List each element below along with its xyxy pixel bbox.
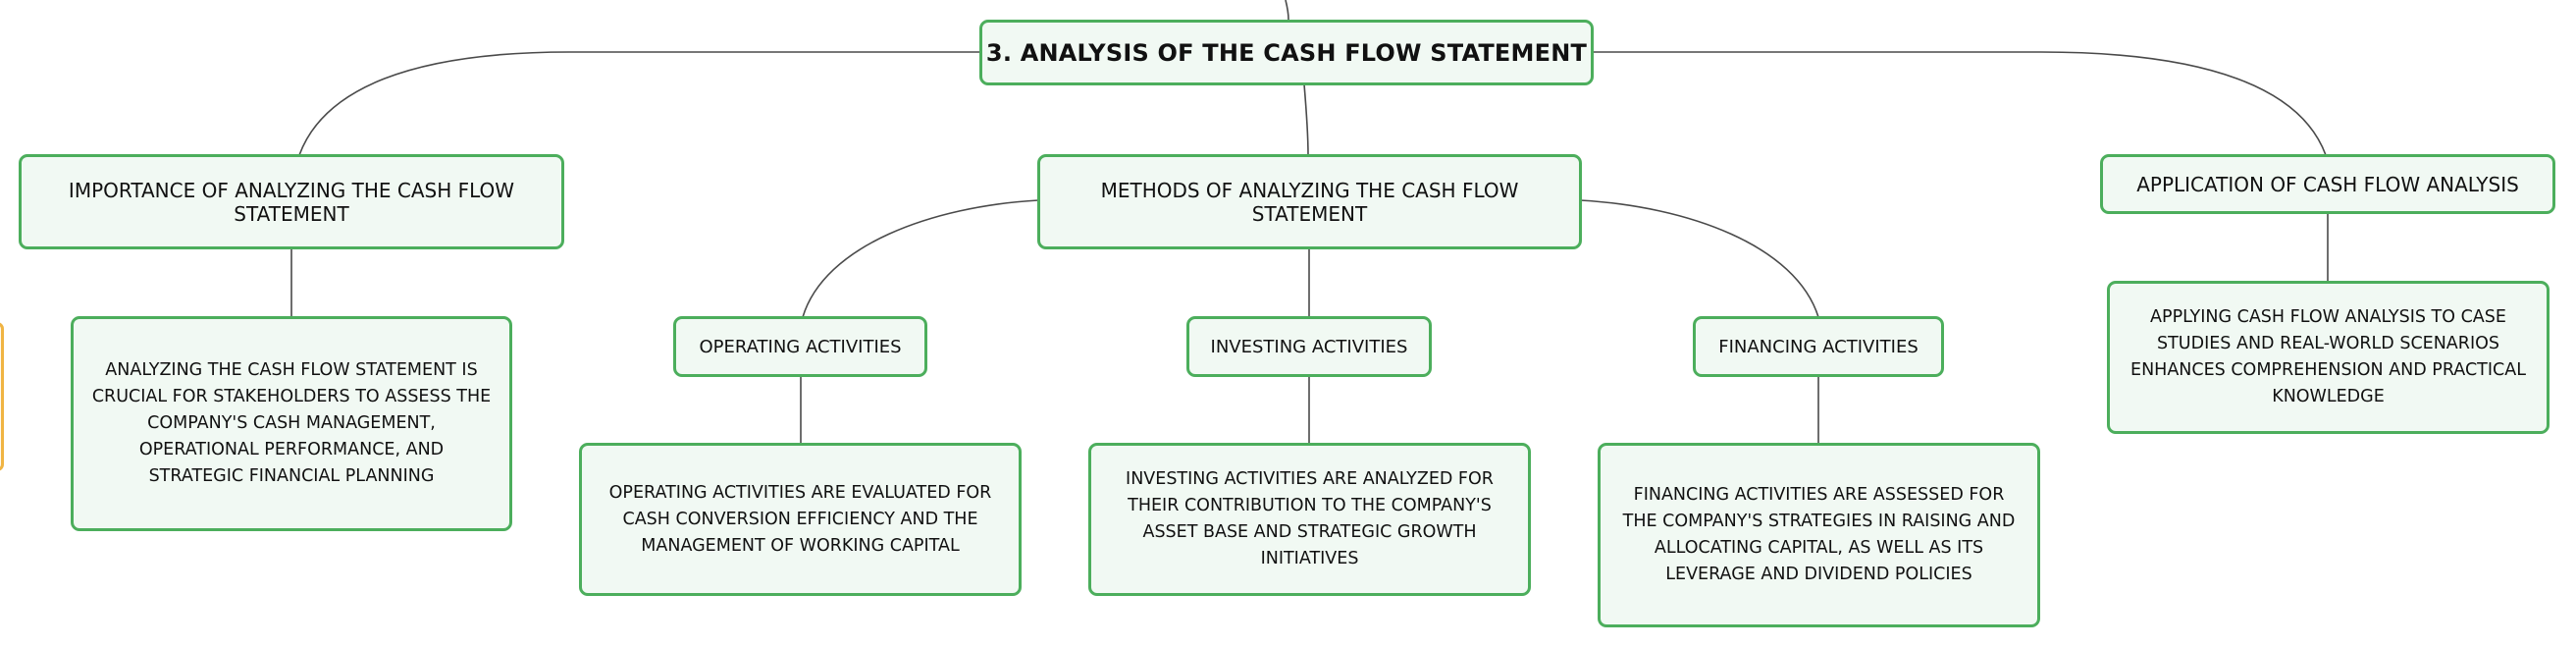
detail-node-financing[interactable]: FINANCING ACTIVITIES ARE ASSESSED FOR TH… [1598,443,2040,627]
detail-node-importance[interactable]: ANALYZING THE CASH FLOW STATEMENT IS CRU… [71,316,512,531]
subtopic-title: FINANCING ACTIVITIES [1718,336,1919,357]
detail-node-application[interactable]: APPLYING CASH FLOW ANALYSIS TO CASE STUD… [2107,281,2550,434]
subtopic-node-investing[interactable]: INVESTING ACTIVITIES [1186,316,1432,377]
topic-node-application[interactable]: APPLICATION OF CASH FLOW ANALYSIS [2100,154,2555,214]
connector-root-to-application [1594,51,2327,156]
detail-text: FINANCING ACTIVITIES ARE ASSESSED FOR TH… [1622,485,2016,584]
topic-node-importance[interactable]: IMPORTANCE OF ANALYZING THE CASH FLOW ST… [19,154,564,249]
offscreen-node-edge [0,322,4,471]
topic-title: APPLICATION OF CASH FLOW ANALYSIS [2136,172,2519,196]
connector-methods-to-financing [1579,199,1819,318]
topic-title: METHODS OF ANALYZING THE CASH FLOW STATE… [1100,178,1519,226]
detail-node-operating[interactable]: OPERATING ACTIVITIES ARE EVALUATED FOR C… [579,443,1022,596]
root-node-title: 3. ANALYSIS OF THE CASH FLOW STATEMENT [985,38,1588,67]
topic-title: IMPORTANCE OF ANALYZING THE CASH FLOW ST… [68,178,515,226]
subtopic-node-financing[interactable]: FINANCING ACTIVITIES [1693,316,1944,377]
connector-methods-to-operating [802,199,1039,318]
detail-text: OPERATING ACTIVITIES ARE EVALUATED FOR C… [608,482,992,556]
detail-node-investing[interactable]: INVESTING ACTIVITIES ARE ANALYZED FOR TH… [1088,443,1531,596]
subtopic-node-operating[interactable]: OPERATING ACTIVITIES [673,316,927,377]
detail-text: INVESTING ACTIVITIES ARE ANALYZED FOR TH… [1126,469,1494,568]
connector-root-to-importance [298,51,979,156]
subtopic-title: INVESTING ACTIVITIES [1210,336,1408,357]
topic-node-methods[interactable]: METHODS OF ANALYZING THE CASH FLOW STATE… [1037,154,1582,249]
detail-text: APPLYING CASH FLOW ANALYSIS TO CASE STUD… [2130,307,2526,406]
connector-root-parent [1285,0,1289,21]
connector-root-to-methods [1303,83,1309,156]
detail-text: ANALYZING THE CASH FLOW STATEMENT IS CRU… [91,360,492,486]
subtopic-title: OPERATING ACTIVITIES [699,336,902,357]
root-node[interactable]: 3. ANALYSIS OF THE CASH FLOW STATEMENT [979,20,1594,85]
